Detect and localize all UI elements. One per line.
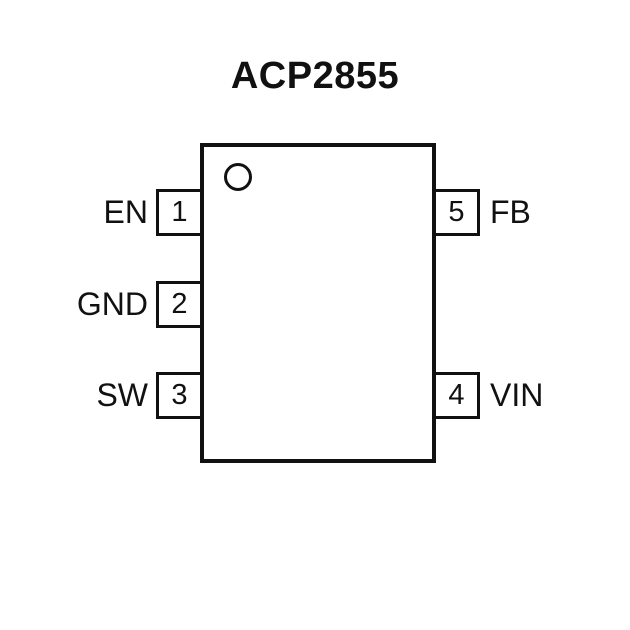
pin-2-number: 2 [171,288,188,320]
pin-4-label: VIN [490,377,544,413]
pin-5-label: FB [490,194,531,230]
pin-1-number: 1 [171,196,188,228]
pin-1-box: 1 [156,189,203,236]
pin-3-label: SW [96,377,148,413]
pin-3-box: 3 [156,372,203,419]
pin-4-number: 4 [448,379,465,411]
pin-3-number: 3 [171,379,188,411]
pin-1-label: EN [103,194,148,230]
pin-4-box: 4 [433,372,480,419]
pin-2-label: GND [76,286,148,322]
chip-title: ACP2855 [230,55,400,97]
chip-body [200,143,436,463]
pin-5-box: 5 [433,189,480,236]
pin-5-number: 5 [448,196,465,228]
pin-2-box: 2 [156,281,203,328]
pin-1-indicator-icon [224,163,252,191]
